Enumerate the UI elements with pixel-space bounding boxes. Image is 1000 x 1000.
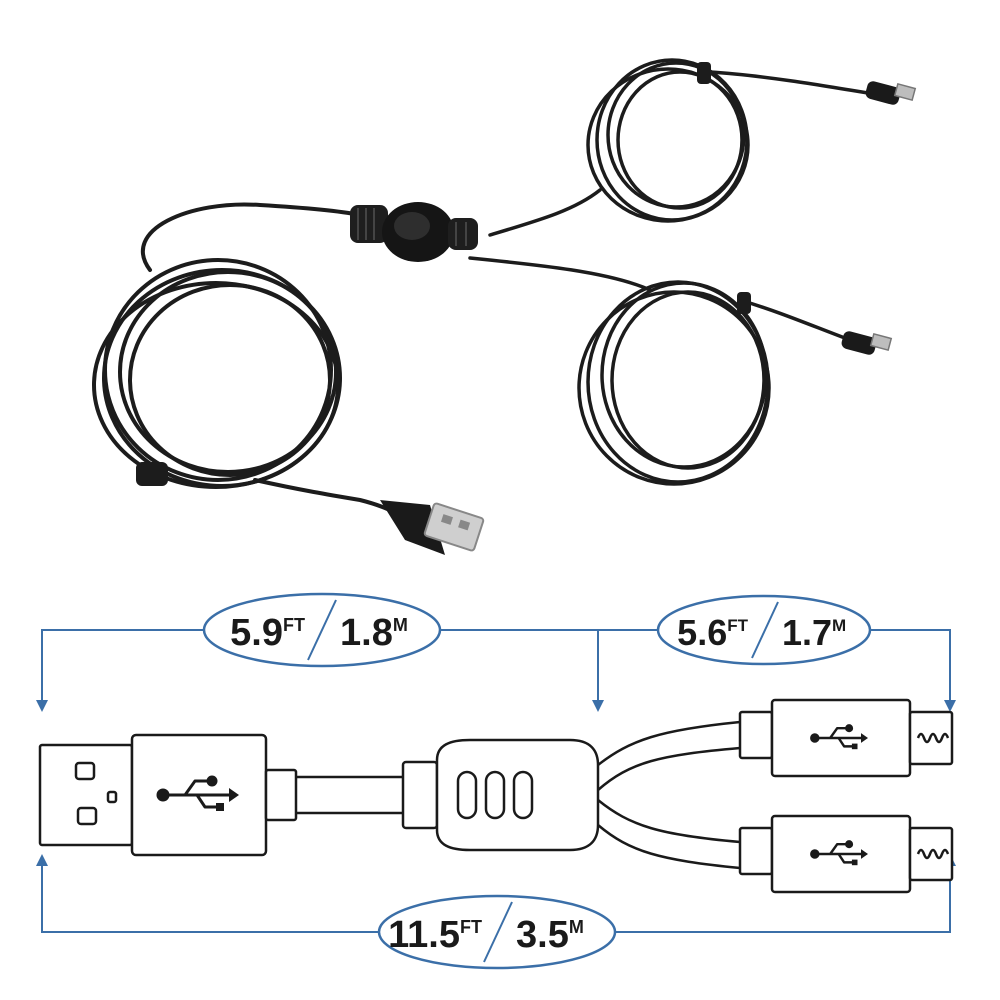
svg-text:1.8M: 1.8M [340, 612, 408, 654]
svg-text:5.6FT: 5.6FT [677, 612, 748, 653]
svg-text:1.7M: 1.7M [782, 612, 846, 653]
branch-cable-ft-value: 5.6 [677, 612, 727, 653]
cable-photo [92, 58, 882, 517]
main-cable-ft-unit: FT [283, 615, 305, 635]
usb-icon [810, 724, 868, 750]
usb-a-plug-photo [380, 500, 485, 555]
branch-cable-lower-diagram [597, 799, 741, 870]
total-length-ft-unit: FT [460, 917, 482, 937]
dimension-label-total-length: 11.5FT 3.5M [377, 894, 617, 970]
main-cable-tie [136, 462, 168, 486]
micro-usb-plug-photo-upper [865, 81, 917, 105]
splitter-junction-photo [350, 202, 478, 262]
usb-a-connector-diagram [38, 733, 298, 857]
lower-cable-tie [737, 292, 751, 314]
upper-cable-tie [697, 62, 711, 84]
main-cable-m-value: 1.8 [340, 612, 393, 654]
total-length-m-value: 3.5 [516, 914, 569, 956]
usb-icon [156, 775, 239, 811]
dimension-label-main-cable: 5.9FT 1.8M [202, 592, 442, 668]
total-length-ft-value: 11.5 [388, 914, 460, 956]
svg-text:11.5FT: 11.5FT [388, 914, 482, 956]
branch-cable-upper-diagram [597, 720, 741, 791]
branch-cable-ft-unit: FT [727, 616, 748, 635]
branch-cable-m-unit: M [832, 616, 846, 635]
branch-cable-coil-upper [488, 58, 882, 237]
svg-text:5.9FT: 5.9FT [230, 612, 305, 654]
dimension-label-branch-cable: 5.6FT 1.7M [656, 594, 872, 666]
branch-cable-m-value: 1.7 [782, 612, 832, 653]
total-length-m-unit: M [569, 917, 584, 937]
branch-cable-coil-lower [468, 256, 852, 486]
main-cable-ft-value: 5.9 [230, 612, 283, 654]
splitter-housing-diagram [401, 738, 600, 852]
svg-text:3.5M: 3.5M [516, 914, 584, 956]
micro-usb-plug-photo-lower [841, 331, 893, 355]
usb-icon [810, 840, 868, 866]
micro-usb-connector-diagram-upper [738, 698, 954, 778]
cable-diagram [38, 698, 954, 894]
main-cable-m-unit: M [393, 615, 408, 635]
